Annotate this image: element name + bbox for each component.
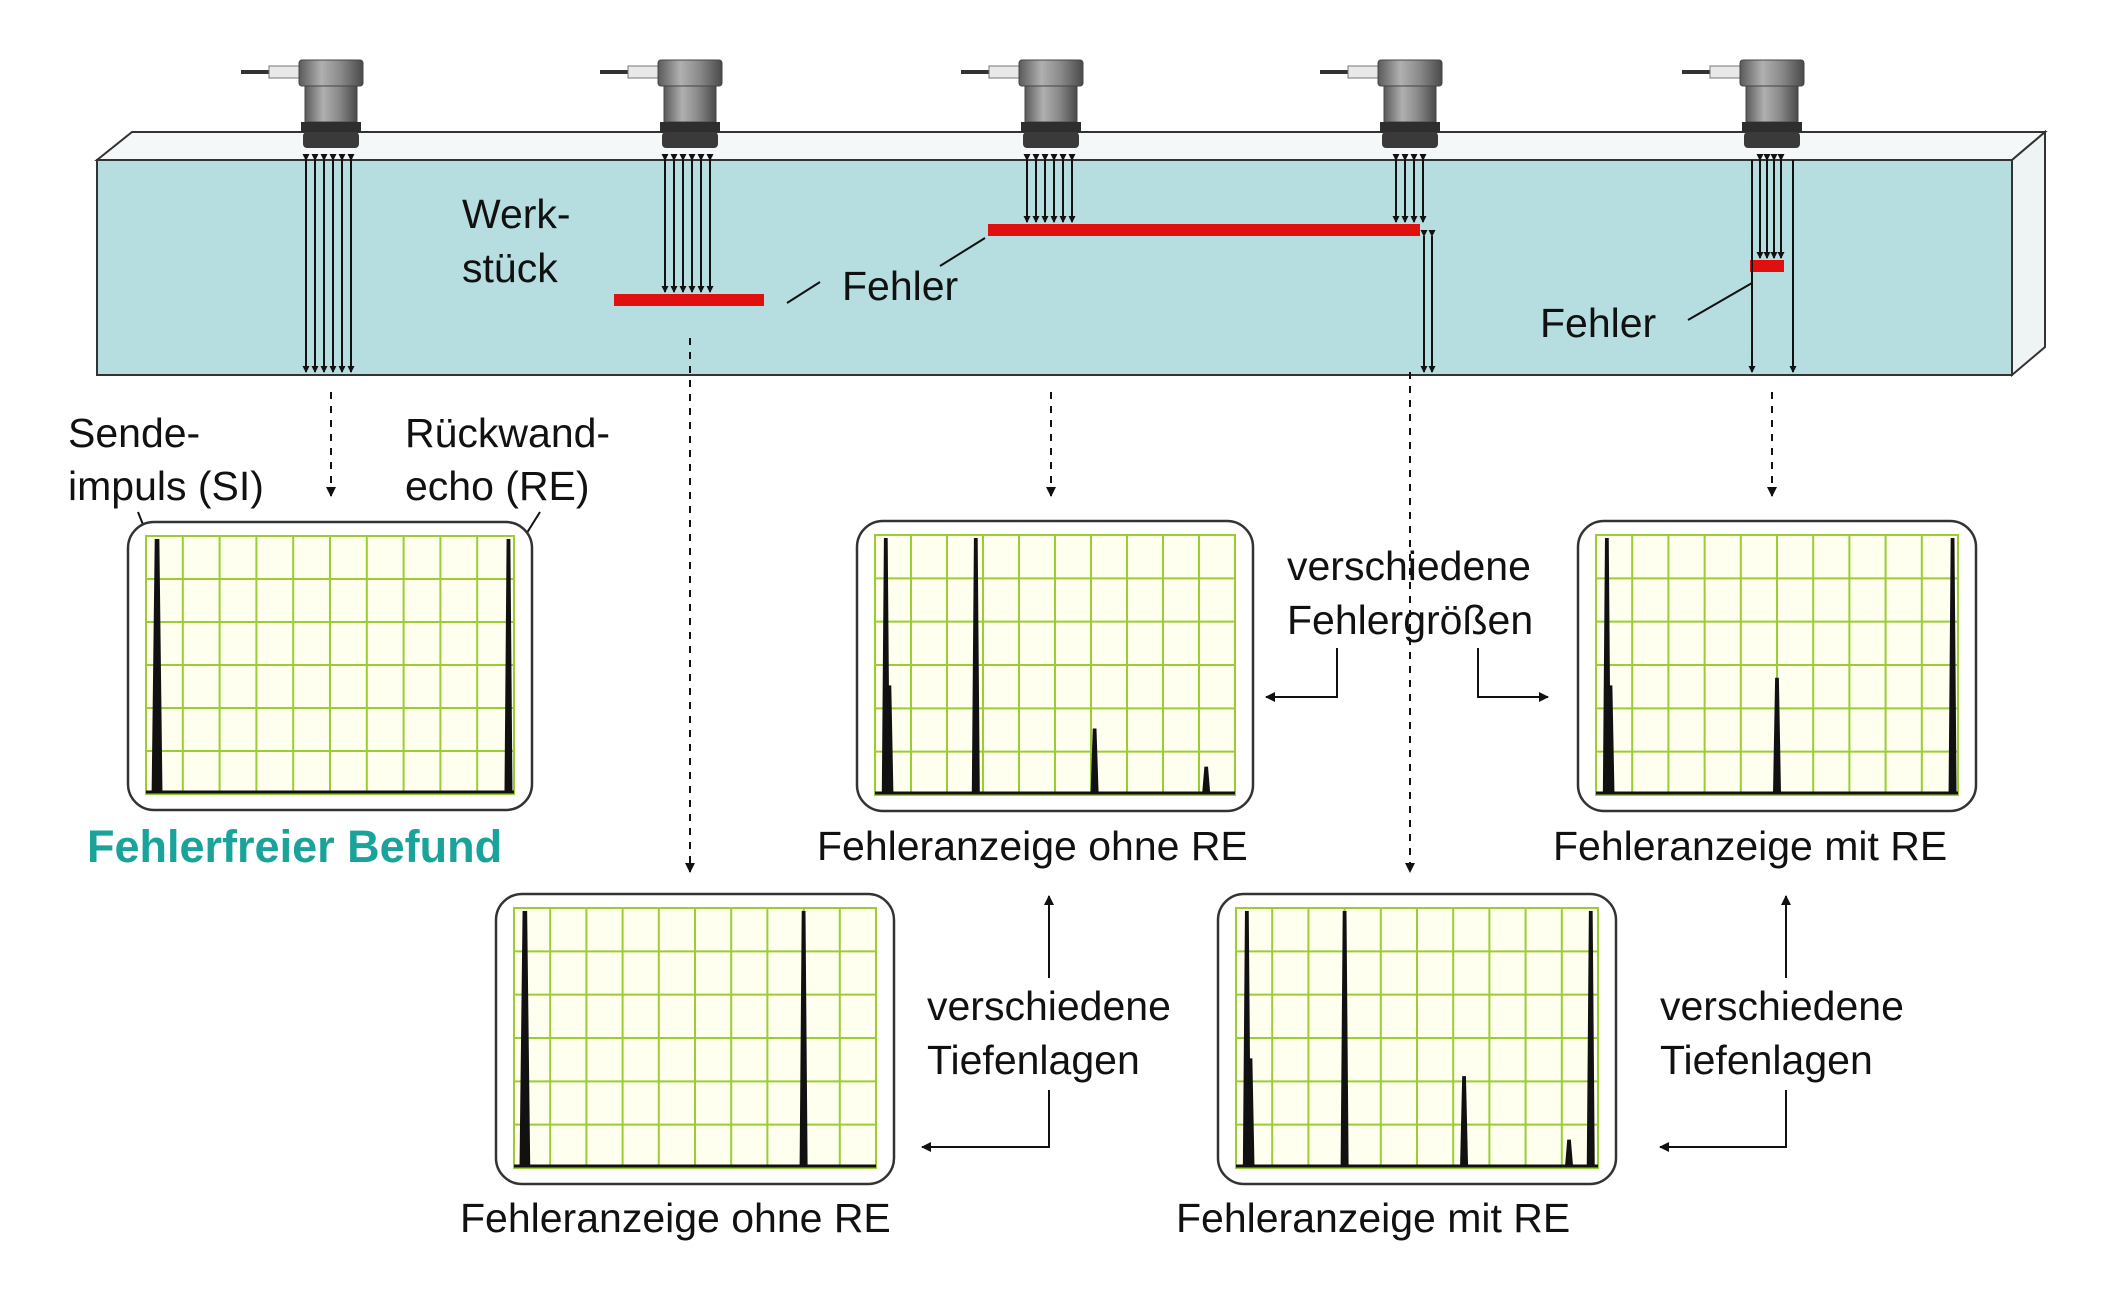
result-label: Fehlerfreier Befund [87, 821, 502, 872]
echo-peak [1246, 1058, 1255, 1167]
defect-large-shallow [988, 224, 1420, 236]
echo-peak [799, 911, 808, 1167]
echo-peak [1948, 538, 1957, 794]
workpiece-label-line-2: stück [462, 245, 558, 291]
workpiece-label-line-1: Werk- [462, 191, 571, 237]
ultrasonic-probe-icon [1682, 59, 1805, 148]
ultrasonic-probe-icon [961, 59, 1084, 148]
echo-peak [1606, 685, 1615, 794]
defect-label-1-leader [786, 281, 821, 304]
defect-tiny [1750, 260, 1784, 272]
echo-peak [1586, 911, 1595, 1167]
depths-left-label-line-1: verschiedene [927, 983, 1171, 1029]
echo-peak [519, 911, 531, 1167]
back-echo-label-line-1: Rückwand- [405, 410, 610, 456]
send-pulse-label-line-2: impuls (SI) [68, 463, 264, 509]
sizes-arrows [1265, 648, 1549, 702]
depths-right-label-line-1: verschiedene [1660, 983, 1904, 1029]
workpiece-label: Werk- stück [462, 191, 571, 291]
echo-peak [1772, 677, 1782, 794]
echo-peak [1340, 911, 1349, 1167]
screen-large-defect-no-re [855, 519, 1255, 813]
back-echo-label-line-2: echo (RE) [405, 463, 590, 509]
ultrasonic-probe-icon [241, 59, 364, 148]
echo-peak [504, 539, 513, 793]
depths-right-arrows [1659, 895, 1791, 1152]
depths-left-arrows [921, 895, 1054, 1152]
depths-right-label-line-2: Tiefenlagen [1660, 1037, 1873, 1083]
ultrasonic-probe-icon [600, 59, 723, 148]
echo-peak [971, 538, 980, 794]
defect-label-1: Fehler [842, 263, 958, 309]
screen-tiny-defect-with-re [1576, 519, 1978, 813]
sound-beams [302, 154, 1797, 373]
depths-left-label-line-2: Tiefenlagen [927, 1037, 1140, 1083]
probes [241, 59, 1805, 148]
caption-screen-4: Fehleranzeige ohne RE [460, 1195, 891, 1241]
screen-defect-with-re [1216, 892, 1618, 1186]
dashed-connectors [326, 338, 1777, 873]
defect-label-2: Fehler [1540, 300, 1656, 346]
defect-label-1-leader-2 [939, 237, 986, 267]
oscilloscope-screens [126, 519, 1978, 1186]
defects [614, 224, 1784, 306]
echo-peak [1090, 728, 1099, 794]
echo-peak [1564, 1139, 1574, 1167]
echo-peak [1202, 766, 1211, 794]
screen-defect-free [126, 520, 534, 812]
ultrasonic-probe-icon [1320, 59, 1443, 148]
defect-label-2-leader [1687, 282, 1753, 321]
caption-screen-2: Fehleranzeige ohne RE [817, 823, 1248, 869]
caption-screen-3: Fehleranzeige mit RE [1553, 823, 1947, 869]
echo-peak [885, 685, 894, 794]
workpiece-side-face [2011, 129, 2046, 378]
echo-peak [151, 539, 163, 793]
sizes-label-line-1: verschiedene [1287, 543, 1531, 589]
screen-deep-defect-no-re [494, 892, 896, 1186]
sizes-label-line-2: Fehlergrößen [1287, 597, 1533, 643]
defect-small-deep [614, 294, 764, 306]
send-pulse-label-line-1: Sende- [68, 410, 200, 456]
echo-peak [1460, 1076, 1469, 1167]
caption-screen-5: Fehleranzeige mit RE [1176, 1195, 1570, 1241]
